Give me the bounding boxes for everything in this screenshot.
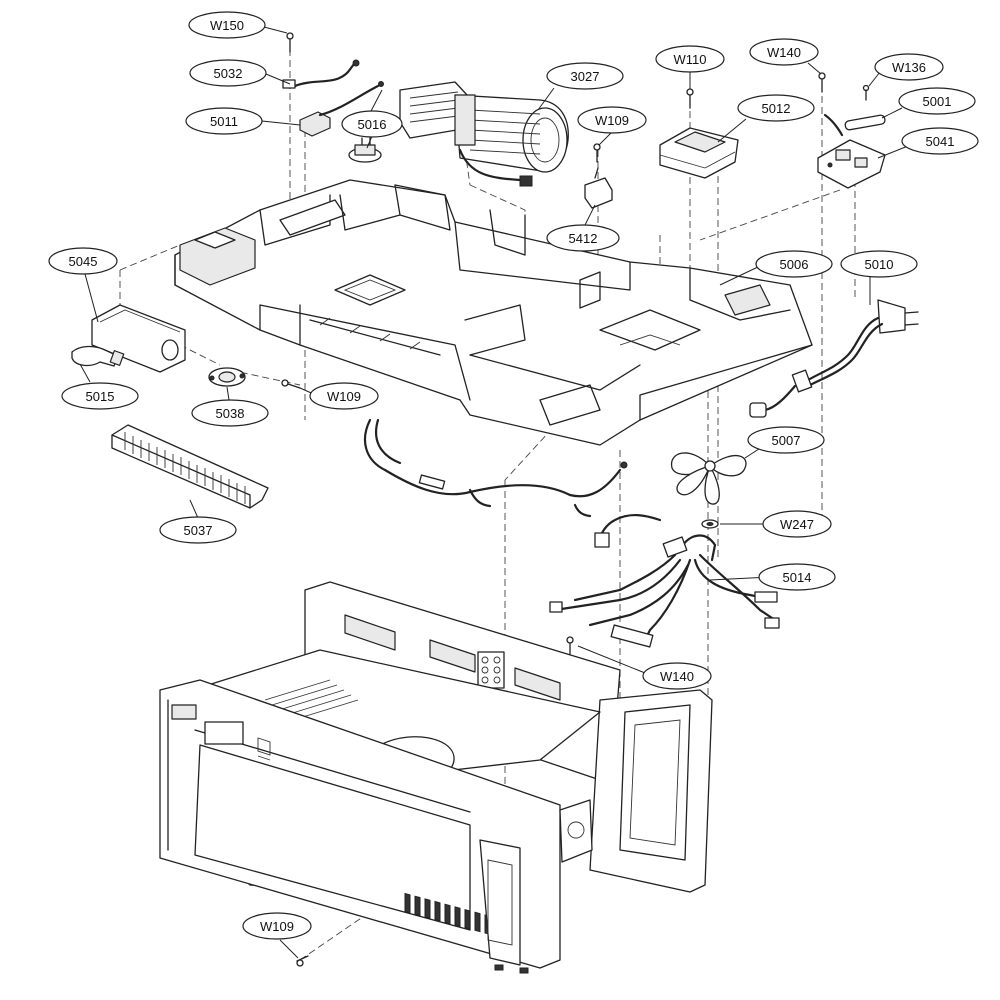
part-3027-blower-fan [399, 81, 569, 187]
callout-w109-bottom: W109 [242, 912, 312, 940]
svg-text:5010: 5010 [865, 257, 894, 272]
callout-3027: 3027 [546, 62, 624, 90]
svg-text:5014: 5014 [783, 570, 812, 585]
svg-text:5011: 5011 [210, 114, 238, 129]
part-w109-screw-top [593, 143, 601, 163]
svg-text:5045: 5045 [69, 254, 98, 269]
callout-5006: 5006 [755, 250, 833, 278]
svg-text:5016: 5016 [358, 117, 387, 132]
part-5045-cover [91, 304, 186, 373]
callout-w109-top: W109 [577, 106, 647, 134]
part-cavity-chassis [159, 581, 713, 974]
callout-5032: 5032 [189, 59, 267, 87]
part-5011-switch [299, 81, 384, 137]
svg-text:W150: W150 [210, 18, 244, 33]
svg-text:5006: 5006 [780, 257, 809, 272]
callout-5012: 5012 [737, 94, 815, 122]
svg-text:W109: W109 [260, 919, 294, 934]
part-5032-wire-lead [282, 59, 360, 89]
callout-w140-bottom: W140 [642, 662, 712, 690]
part-5015-lamp [71, 345, 125, 367]
callout-5014: 5014 [758, 563, 836, 591]
part-5014-wire-harness [549, 514, 780, 648]
svg-text:5015: 5015 [86, 389, 115, 404]
svg-text:5032: 5032 [214, 66, 243, 81]
svg-text:W136: W136 [892, 60, 926, 75]
svg-text:5001: 5001 [923, 94, 952, 109]
part-harness-wires [363, 418, 628, 518]
part-5016-thermostat [348, 137, 382, 163]
svg-text:W109: W109 [595, 113, 629, 128]
callout-5038: 5038 [191, 399, 269, 427]
svg-text:5037: 5037 [184, 523, 213, 538]
part-5007-fan-blade [670, 452, 747, 505]
part-5038-thermal-fuse [208, 367, 246, 387]
part-5010-power-cord [749, 299, 919, 418]
part-5412-bracket [584, 167, 613, 209]
svg-text:5038: 5038 [216, 406, 245, 421]
callout-w150: W150 [188, 11, 266, 39]
part-5037-grille [111, 424, 269, 509]
part-5006-base-plate [174, 179, 813, 446]
svg-text:5007: 5007 [772, 433, 801, 448]
svg-text:3027: 3027 [571, 69, 600, 84]
callout-5016: 5016 [341, 110, 403, 138]
callout-w110: W110 [655, 45, 725, 73]
callout-w140-top: W140 [749, 38, 819, 66]
part-w110-screw [686, 88, 694, 109]
part-w136-screw [862, 84, 870, 101]
part-5001-fuse [823, 113, 886, 137]
callout-w136: W136 [874, 53, 944, 81]
callout-w109-left: W109 [309, 382, 379, 410]
leader-lines [79, 26, 909, 959]
callout-5011: 5011 [185, 107, 263, 135]
svg-text:W110: W110 [674, 52, 707, 67]
part-w150-screw [286, 32, 294, 53]
part-w140-screw-top [818, 72, 826, 93]
callout-5037: 5037 [159, 516, 237, 544]
callout-5015: 5015 [61, 382, 139, 410]
part-w109-screw-left [281, 379, 301, 389]
svg-text:5012: 5012 [762, 101, 791, 116]
svg-text:5412: 5412 [569, 231, 598, 246]
svg-text:W140: W140 [767, 45, 801, 60]
callout-5041: 5041 [901, 127, 979, 155]
part-5041-control-board [817, 139, 886, 189]
callout-5045: 5045 [48, 247, 118, 275]
svg-text:W109: W109 [327, 389, 361, 404]
callout-5007: 5007 [747, 426, 825, 454]
callout-5412: 5412 [546, 224, 620, 252]
part-5012-transformer [659, 127, 739, 179]
svg-text:5041: 5041 [926, 134, 955, 149]
callout-5001: 5001 [898, 87, 976, 115]
part-w247-washer [701, 519, 719, 529]
part-w109-screw-bottom [296, 955, 309, 967]
part-w140-screw-bottom [566, 636, 574, 657]
callout-w247: W247 [762, 510, 832, 538]
svg-text:W140: W140 [660, 669, 694, 684]
callout-5010: 5010 [840, 250, 918, 278]
svg-text:W247: W247 [780, 517, 814, 532]
